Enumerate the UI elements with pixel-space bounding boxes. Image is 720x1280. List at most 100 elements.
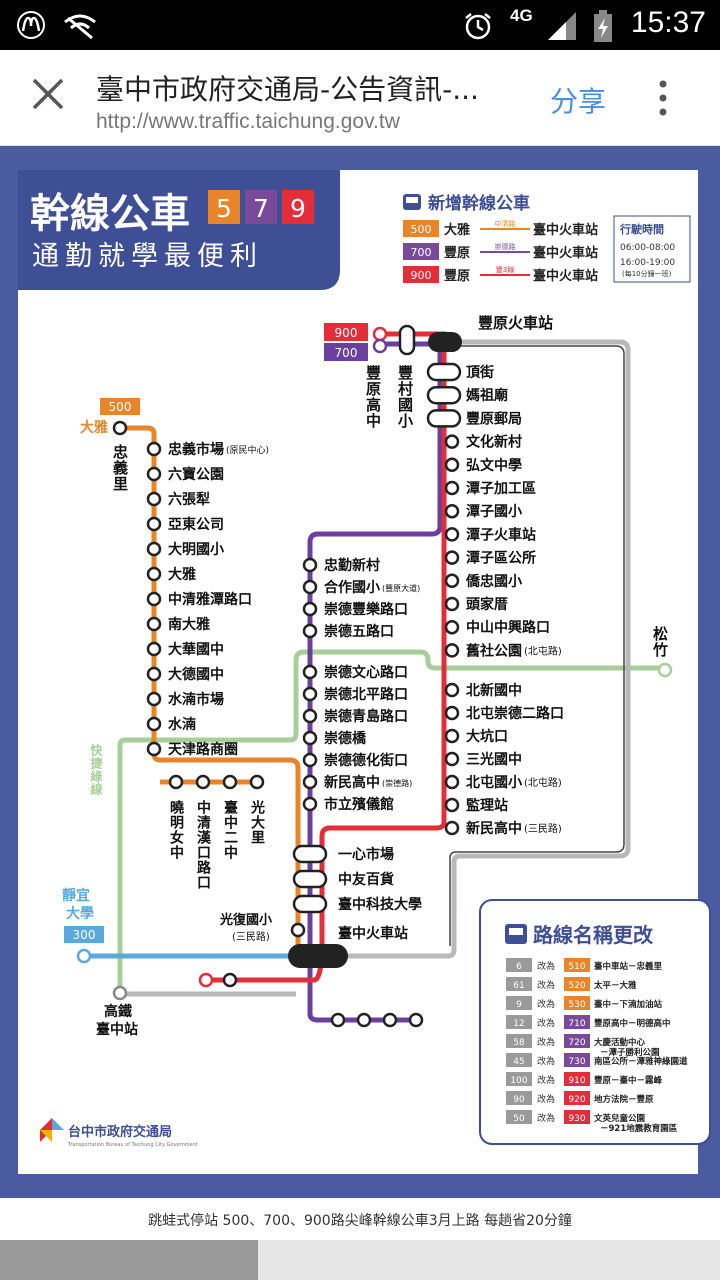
- route-900-label: 900: [335, 326, 358, 340]
- close-icon[interactable]: [30, 76, 66, 112]
- right-stop-note: (北屯路): [524, 776, 562, 789]
- new-route-badge: [564, 977, 590, 991]
- jingyi-marker: [76, 948, 92, 964]
- stop-marker: [146, 541, 162, 557]
- legend-route-from: 大雅: [444, 222, 470, 238]
- image-caption: 跳蛙式停站 500、700、900路尖峰幹線公車3月上路 每趟省20分鐘: [148, 1213, 572, 1229]
- route-700-badge: [324, 343, 368, 361]
- stop-marker: [222, 774, 238, 790]
- new-route-badge: [564, 1110, 590, 1124]
- old-route-badge: [506, 958, 532, 972]
- old-route-number: 58: [513, 1038, 525, 1048]
- stop-marker: [444, 480, 460, 496]
- stop-marker: [444, 573, 460, 589]
- right-stop-label: 潭子區公所: [466, 550, 536, 567]
- stop-marker: [444, 705, 460, 721]
- stop-marker: [444, 643, 460, 658]
- right-stop-note: (北屯路): [524, 644, 562, 657]
- new-route-badge: [564, 1091, 590, 1105]
- new-route-badge: [564, 1072, 590, 1086]
- share-button[interactable]: 分享: [550, 85, 607, 118]
- right-stop-label: 監理站: [466, 797, 508, 814]
- rename-word: 改為: [537, 979, 555, 991]
- bottom-orange-stop-label: 曉明女中: [168, 799, 184, 860]
- jingyi-label: 靜宜: [62, 887, 90, 904]
- legend-title: 新增幹線公車: [428, 193, 530, 214]
- orange-line: [120, 425, 301, 960]
- hsr-label-2: 臺中站: [96, 1021, 138, 1038]
- old-route-badge: [506, 1072, 532, 1086]
- rename-box: [479, 899, 711, 1145]
- stop-marker: [444, 820, 460, 836]
- fengyuan-terminal: [428, 332, 462, 352]
- route-badge: [282, 190, 314, 224]
- hsr-label: 高鐵: [104, 1003, 132, 1020]
- transfer-stop-marker: [292, 894, 328, 914]
- legend-route-via: 豐3線: [496, 265, 514, 274]
- stop-marker: [444, 619, 460, 635]
- more-options-icon[interactable]: [650, 78, 676, 118]
- stop-marker: [146, 716, 162, 732]
- express-green-line-label: 快捷綠線: [89, 743, 103, 796]
- purple-stop-label: 忠勤新村: [324, 557, 380, 574]
- right-stop-label: 新民高中: [466, 820, 522, 837]
- legend-route-from: 豐原: [444, 245, 470, 261]
- stop-marker: [146, 691, 162, 707]
- right-stop-label: 北屯崇德二路口: [466, 705, 564, 722]
- stop-marker: [146, 741, 162, 757]
- orange-stop-label: 中清雅潭路口: [168, 591, 252, 608]
- legend-route-badge: [403, 243, 439, 260]
- stop-marker: [302, 752, 318, 768]
- stop-marker: [330, 1012, 346, 1028]
- jingyi-label-2: 大學: [66, 905, 94, 922]
- stop-marker: [302, 730, 318, 746]
- stop-marker: [302, 796, 318, 812]
- route-badge-number: 5: [216, 194, 232, 223]
- right-stop-label: 潭子國小: [466, 503, 522, 520]
- zhongyi-li-label: 忠義里: [111, 443, 129, 492]
- fengyuan-hs-label: 豐原高中: [364, 365, 382, 429]
- stop-marker: [444, 797, 460, 813]
- transfer-stop-marker: [292, 869, 328, 889]
- new-route-badge: [564, 1015, 590, 1029]
- legend-route-badge: [403, 220, 439, 237]
- new-route-number: 510: [568, 962, 585, 972]
- taichung-station-label: 臺中火車站: [338, 925, 408, 942]
- stop-marker: [444, 503, 460, 519]
- status-bar: 4G 15:37: [0, 0, 720, 50]
- bottom-orange-stop-label: 臺中二中: [222, 799, 238, 860]
- legend-route-to: 臺中火車站: [533, 222, 598, 238]
- stop-marker: [146, 516, 162, 532]
- right-stop-label: 頂街: [466, 364, 494, 381]
- orange-stop-label: 天津路商圈: [168, 741, 238, 758]
- old-route-badge: [506, 1034, 532, 1048]
- stop-marker: [146, 616, 162, 632]
- purple-stop-label: 崇德德化街口: [324, 752, 408, 769]
- purple-stop-label: 崇德文心路口: [324, 664, 408, 681]
- route-500-badge: [100, 398, 140, 415]
- green-line: [117, 649, 665, 990]
- new-route-number: 710: [568, 1019, 585, 1029]
- center-stop-label: 臺中科技大學: [338, 896, 422, 913]
- guangfu-note: (三民路): [232, 930, 270, 943]
- right-stop-label: 三光國中: [466, 751, 522, 768]
- stop-marker: [198, 972, 214, 988]
- old-route-number: 6: [516, 962, 522, 972]
- stop-marker: [146, 641, 162, 657]
- rename-route-name: 豐原高中－明德高中: [594, 1018, 671, 1029]
- legend-route-number: 500: [411, 223, 432, 236]
- rename-title: 路線名稱更改: [533, 923, 654, 947]
- page-url: http://www.traffic.taichung.gov.tw: [96, 110, 400, 133]
- right-stop-label: 豐原郵局: [466, 410, 522, 427]
- alarm-icon: [465, 13, 491, 40]
- purple-stop-label: 崇德橋: [324, 730, 367, 747]
- stop-marker: [146, 566, 162, 582]
- old-route-badge: [506, 1091, 532, 1105]
- taichung-station-terminal: [288, 944, 348, 968]
- route-badge-number: 7: [253, 194, 269, 223]
- right-stop-label: 舊社公園: [466, 642, 522, 659]
- bus-icon: [505, 924, 527, 944]
- old-route-badge: [506, 996, 532, 1010]
- new-route-badge: [564, 1053, 590, 1067]
